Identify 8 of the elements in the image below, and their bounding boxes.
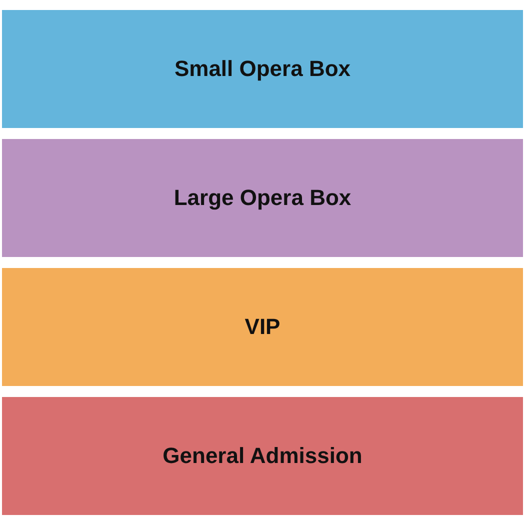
section-label: Small Opera Box (174, 56, 351, 82)
section-label: Large Opera Box (174, 185, 352, 211)
seating-section (2, 10, 523, 128)
seating-section (2, 397, 523, 515)
seating-section (2, 139, 523, 257)
seating-section (2, 268, 523, 386)
section-label: VIP (244, 314, 280, 340)
section-label: General Admission (162, 443, 362, 469)
